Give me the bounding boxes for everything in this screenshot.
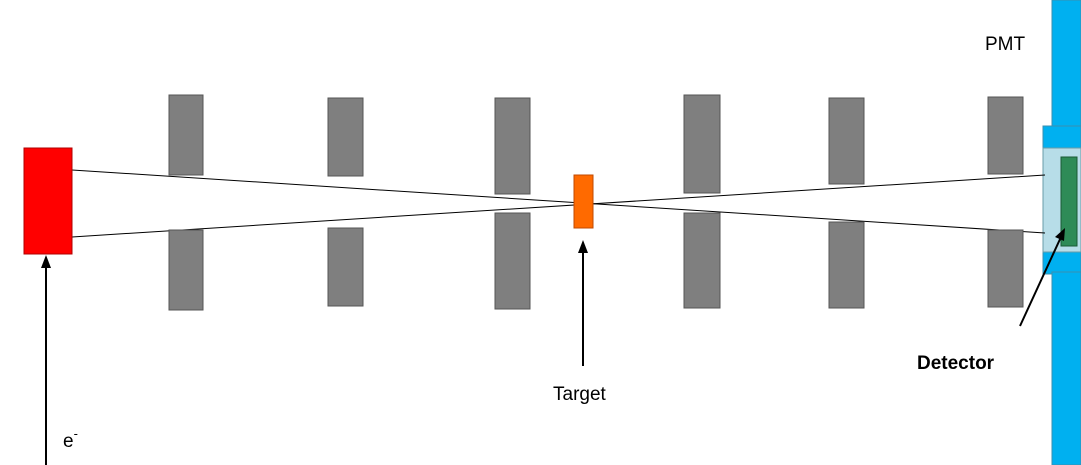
target-label: Target (553, 384, 607, 405)
beam-lines (71, 169, 1046, 238)
pmt-bottom-tube (1051, 271, 1081, 465)
electron-label: e- (63, 426, 78, 452)
lens-5-lower (828, 221, 865, 309)
electron-superscript: - (74, 426, 78, 441)
lenses (168, 94, 1024, 311)
lens-1-upper (168, 94, 204, 176)
pmt-top-tube (1051, 0, 1081, 129)
lens-2-upper (327, 97, 364, 177)
lens-3-upper (494, 97, 531, 195)
electron-source (23, 147, 73, 255)
lens-3-lower (494, 212, 531, 310)
electron-symbol: e (63, 431, 74, 452)
target-arrow (578, 240, 588, 366)
lens-5-upper (828, 97, 865, 185)
lens-4-upper (683, 94, 721, 194)
pmt-label: PMT (985, 34, 1026, 55)
detector-arrow (1019, 228, 1065, 327)
electron-arrow (41, 255, 51, 465)
arrows (41, 228, 1065, 465)
lens-6-upper (987, 96, 1024, 175)
lens-1-lower (168, 229, 204, 311)
beam-line-lower-in (71, 174, 1046, 238)
lens-2-lower (327, 227, 364, 307)
target (573, 174, 594, 229)
lens-6-lower (987, 229, 1024, 308)
lens-4-lower (683, 212, 721, 309)
detector (1060, 156, 1078, 247)
beam-line-upper-in (71, 169, 1046, 234)
detector-label: Detector (917, 353, 995, 374)
